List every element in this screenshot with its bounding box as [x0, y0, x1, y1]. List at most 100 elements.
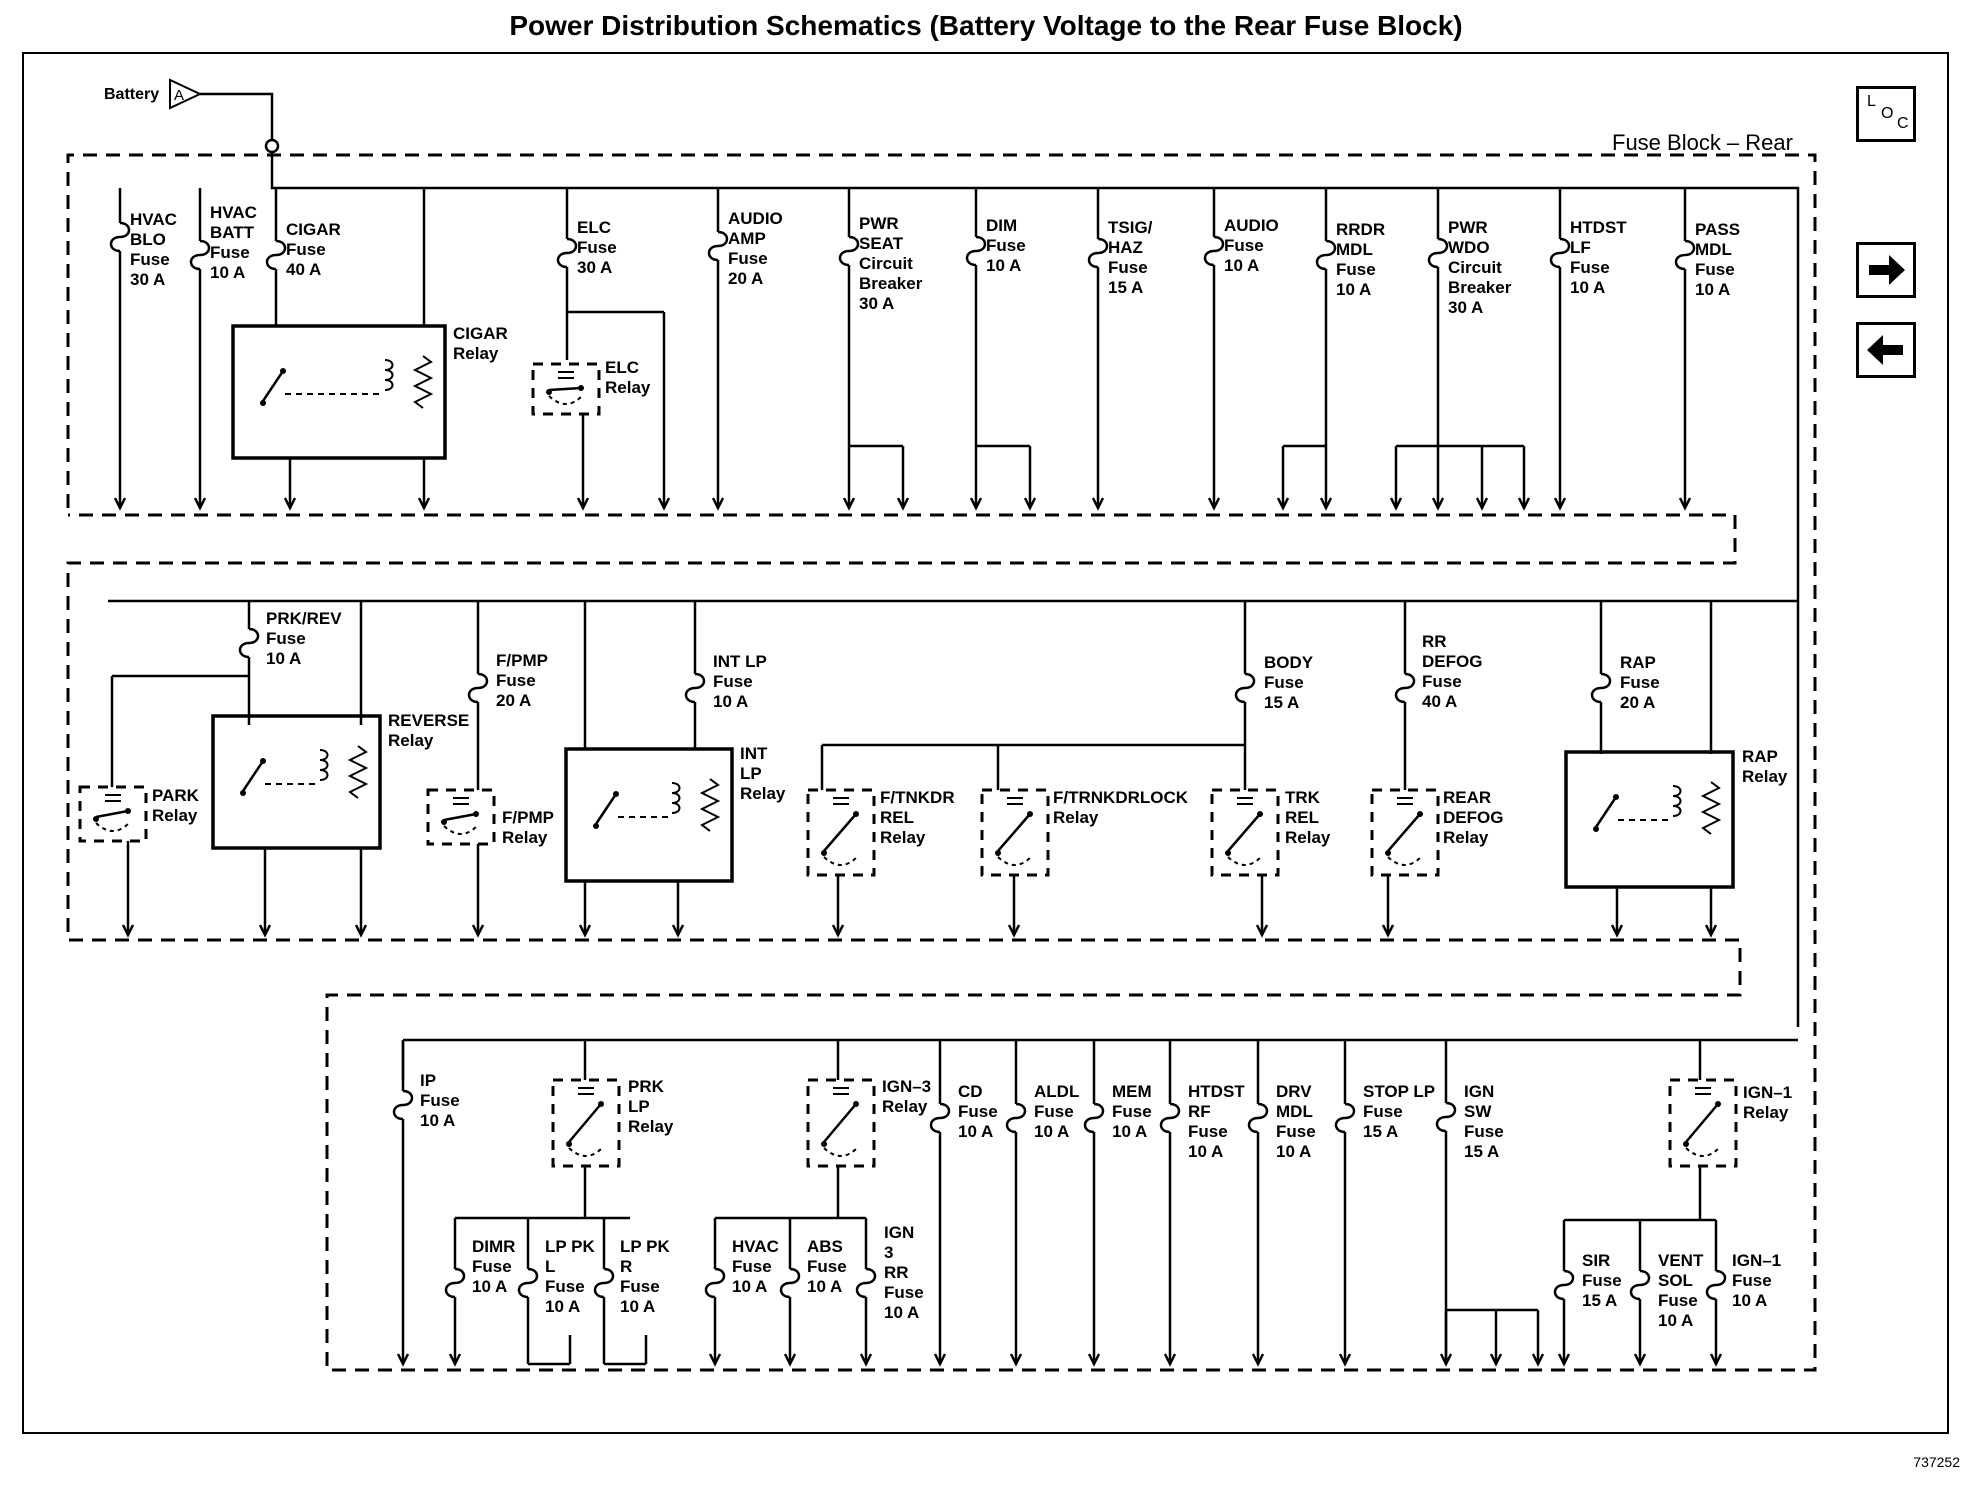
- sir-fuse-symbol: [1553, 1269, 1575, 1301]
- hvac-blo-fuse-symbol: [109, 221, 131, 253]
- output-arrow: [671, 924, 685, 938]
- dimr-fuse-symbol: [444, 1267, 466, 1299]
- drv-mdl-fuse-symbol: [1247, 1102, 1269, 1134]
- output-arrow: [1276, 497, 1290, 511]
- abs-output-arrow: [783, 1353, 797, 1367]
- output-arrow: [1439, 1353, 1453, 1367]
- int-lp-relay-box-winding: [671, 782, 681, 814]
- ip-fuse-symbol: [392, 1089, 414, 1121]
- dim-fuse-symbol: [965, 235, 987, 267]
- previous-page-button[interactable]: [1856, 322, 1916, 378]
- aldl-output-arrow: [1009, 1353, 1023, 1367]
- pass-mdl-fuse-symbol: [1674, 239, 1696, 271]
- pwr-wdo-fuse-symbol: [1427, 237, 1449, 269]
- int-lp-relay-box-coil: [699, 778, 721, 832]
- figure-id: 737252: [1913, 1454, 1960, 1470]
- int-lp-relay-box-contact: [593, 823, 599, 829]
- ign-sw-fuse-symbol: [1435, 1101, 1457, 1133]
- park-relay-box-switch: [95, 809, 129, 819]
- lp-pk-r-fuse-symbol: [593, 1267, 615, 1299]
- output-arrow: [896, 497, 910, 511]
- f-tnkdr-rel-relay-box: [806, 788, 876, 877]
- loc-letter-o: O: [1881, 105, 1894, 122]
- output-arrow: [1255, 924, 1269, 938]
- loc-letter-c: C: [1897, 115, 1909, 132]
- arrow-right-icon: [1869, 255, 1905, 285]
- output-arrow: [578, 924, 592, 938]
- output-arrow: [1381, 924, 1395, 938]
- fuse-block-label: Fuse Block – Rear: [1612, 130, 1793, 155]
- ign-1-relay-box-switch: [1685, 1103, 1719, 1143]
- hvac-output-arrow: [708, 1353, 722, 1367]
- prk-rev-fuse-symbol: [238, 627, 260, 659]
- battery-label: Battery: [104, 86, 159, 103]
- cigar-relay-box-coil: [412, 355, 434, 409]
- rear-defog-relay-box-switch: [1387, 813, 1421, 852]
- mem-fuse-symbol: [1083, 1102, 1105, 1134]
- elc-fuse-symbol: [556, 237, 578, 269]
- f-pmp-relay-box: [426, 788, 496, 846]
- location-button[interactable]: L O C: [1856, 86, 1916, 142]
- ign-1-output-arrow: [1709, 1353, 1723, 1367]
- reverse-relay-box-winding: [319, 749, 329, 781]
- ign-3-rr-output-arrow: [859, 1353, 873, 1367]
- vent-sol-output-arrow: [1633, 1353, 1647, 1367]
- prk-lp-relay-box-switch: [568, 1103, 602, 1143]
- rap-relay-box-winding: [1672, 785, 1682, 817]
- cigar-relay-box-contact: [280, 368, 286, 374]
- ign-1-fuse-symbol: [1705, 1269, 1727, 1301]
- lp-pk-l-fuse-symbol: [517, 1267, 539, 1299]
- reverse-relay-box-contact: [260, 758, 266, 764]
- dimr-output-arrow: [448, 1353, 462, 1367]
- output-arrow: [1007, 924, 1021, 938]
- cigar-relay-box-winding: [384, 359, 394, 391]
- int-lp-relay-box: [564, 747, 734, 883]
- next-page-button[interactable]: [1856, 242, 1916, 298]
- output-arrow: [1475, 497, 1489, 511]
- hvac-batt-fuse-symbol: [189, 239, 211, 271]
- ign-3-rr-fuse-symbol: [855, 1267, 877, 1299]
- f-pmp-relay-box-switch: [443, 812, 477, 822]
- hvac-batt-output-arrow: [193, 497, 207, 511]
- output-arrow: [1489, 1353, 1503, 1367]
- trk-rel-relay-box: [1210, 788, 1280, 877]
- mem-output-arrow: [1087, 1353, 1101, 1367]
- rrdr-mdl-fuse-symbol: [1315, 239, 1337, 271]
- abs-fuse-symbol: [779, 1267, 801, 1299]
- output-arrow: [1517, 497, 1531, 511]
- diagram-frame: [22, 52, 1949, 1434]
- int-lp-fuse-symbol: [684, 672, 706, 704]
- reverse-relay-box: [211, 714, 382, 850]
- splice-node: [264, 138, 280, 154]
- htdst-rf-output-arrow: [1163, 1353, 1177, 1367]
- rap-fuse-symbol: [1590, 672, 1612, 704]
- f-pmp-fuse-symbol: [467, 672, 489, 704]
- ign-3-relay-box-switch: [823, 1103, 857, 1143]
